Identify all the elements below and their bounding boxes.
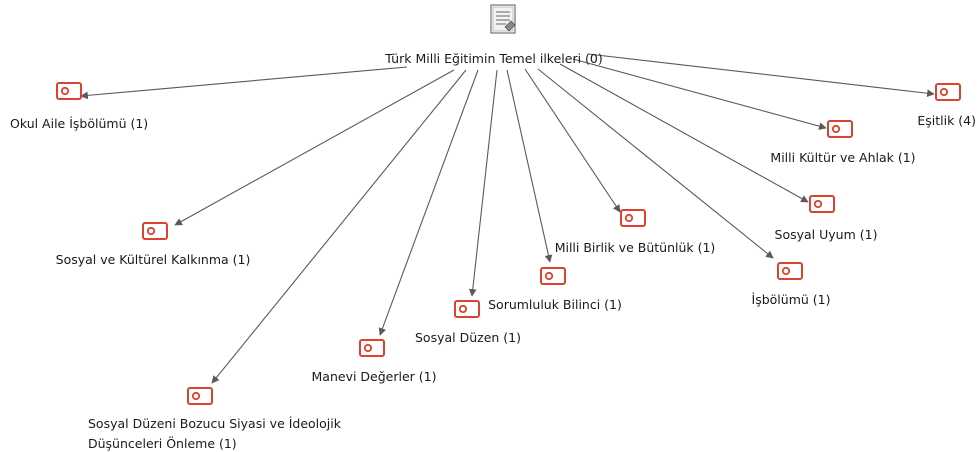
edge-arrow	[506, 69, 553, 263]
code-label: Manevi Değerler (1)	[312, 369, 437, 384]
edge-arrow	[524, 68, 621, 213]
code-label: Sosyal Düzen (1)	[415, 330, 521, 345]
code-label: Düşünceleri Önleme (1)	[88, 435, 237, 451]
code-node[interactable]: Sosyal ve Kültürel Kalkınma (1)	[56, 222, 251, 267]
edges	[80, 53, 935, 384]
root-node[interactable]: Türk Milli Eğitimin Temel ilkeleri (0)	[384, 4, 603, 66]
edge-arrow	[468, 69, 498, 297]
code-icon	[809, 195, 835, 213]
edge-arrow	[572, 58, 827, 130]
edge-arrow	[378, 69, 479, 336]
edge-arrow	[80, 66, 408, 100]
code-icon	[620, 209, 646, 227]
code-node[interactable]: İşbölümü (1)	[752, 262, 831, 307]
code-label: Sorumluluk Bilinci (1)	[488, 297, 622, 312]
code-node[interactable]: Milli Birlik ve Bütünlük (1)	[555, 209, 716, 255]
code-icon	[827, 120, 853, 138]
code-label: Milli Kültür ve Ahlak (1)	[770, 150, 915, 165]
edge-arrow	[537, 68, 774, 259]
edge-arrow	[559, 63, 809, 203]
code-node[interactable]: Sosyal Düzeni Bozucu Siyasi ve İdeolojik…	[88, 387, 342, 451]
code-node[interactable]: Sorumluluk Bilinci (1)	[488, 267, 622, 312]
code-node[interactable]: Sosyal Düzen (1)	[415, 300, 521, 345]
code-label: Sosyal ve Kültürel Kalkınma (1)	[56, 252, 251, 267]
code-label: Sosyal Uyum (1)	[775, 227, 878, 242]
root-label: Türk Milli Eğitimin Temel ilkeleri (0)	[384, 51, 602, 66]
code-icon	[56, 82, 82, 100]
code-node[interactable]: Eşitlik (4)	[917, 83, 976, 128]
document-icon	[490, 4, 516, 34]
code-icon	[142, 222, 168, 240]
edge-arrow	[587, 53, 935, 98]
code-label: İşbölümü (1)	[752, 292, 831, 307]
code-label: Sosyal Düzeni Bozucu Siyasi ve İdeolojik	[88, 416, 342, 431]
code-label: Eşitlik (4)	[917, 113, 976, 128]
code-icon	[187, 387, 213, 405]
code-label: Milli Birlik ve Bütünlük (1)	[555, 240, 716, 255]
code-icon	[935, 83, 961, 101]
edge-arrow	[174, 69, 455, 226]
code-icon	[359, 339, 385, 357]
edge-arrow	[211, 69, 467, 384]
code-icon	[777, 262, 803, 280]
code-node[interactable]: Milli Kültür ve Ahlak (1)	[770, 120, 916, 165]
code-node[interactable]: Okul Aile İşbölümü (1)	[10, 82, 148, 131]
code-icon	[540, 267, 566, 285]
code-node[interactable]: Manevi Değerler (1)	[312, 339, 437, 384]
code-node[interactable]: Sosyal Uyum (1)	[775, 195, 878, 242]
code-icon	[454, 300, 480, 318]
child-nodes: Okul Aile İşbölümü (1) Eşitlik (4) Milli K…	[10, 82, 976, 451]
code-label: Okul Aile İşbölümü (1)	[10, 116, 148, 131]
